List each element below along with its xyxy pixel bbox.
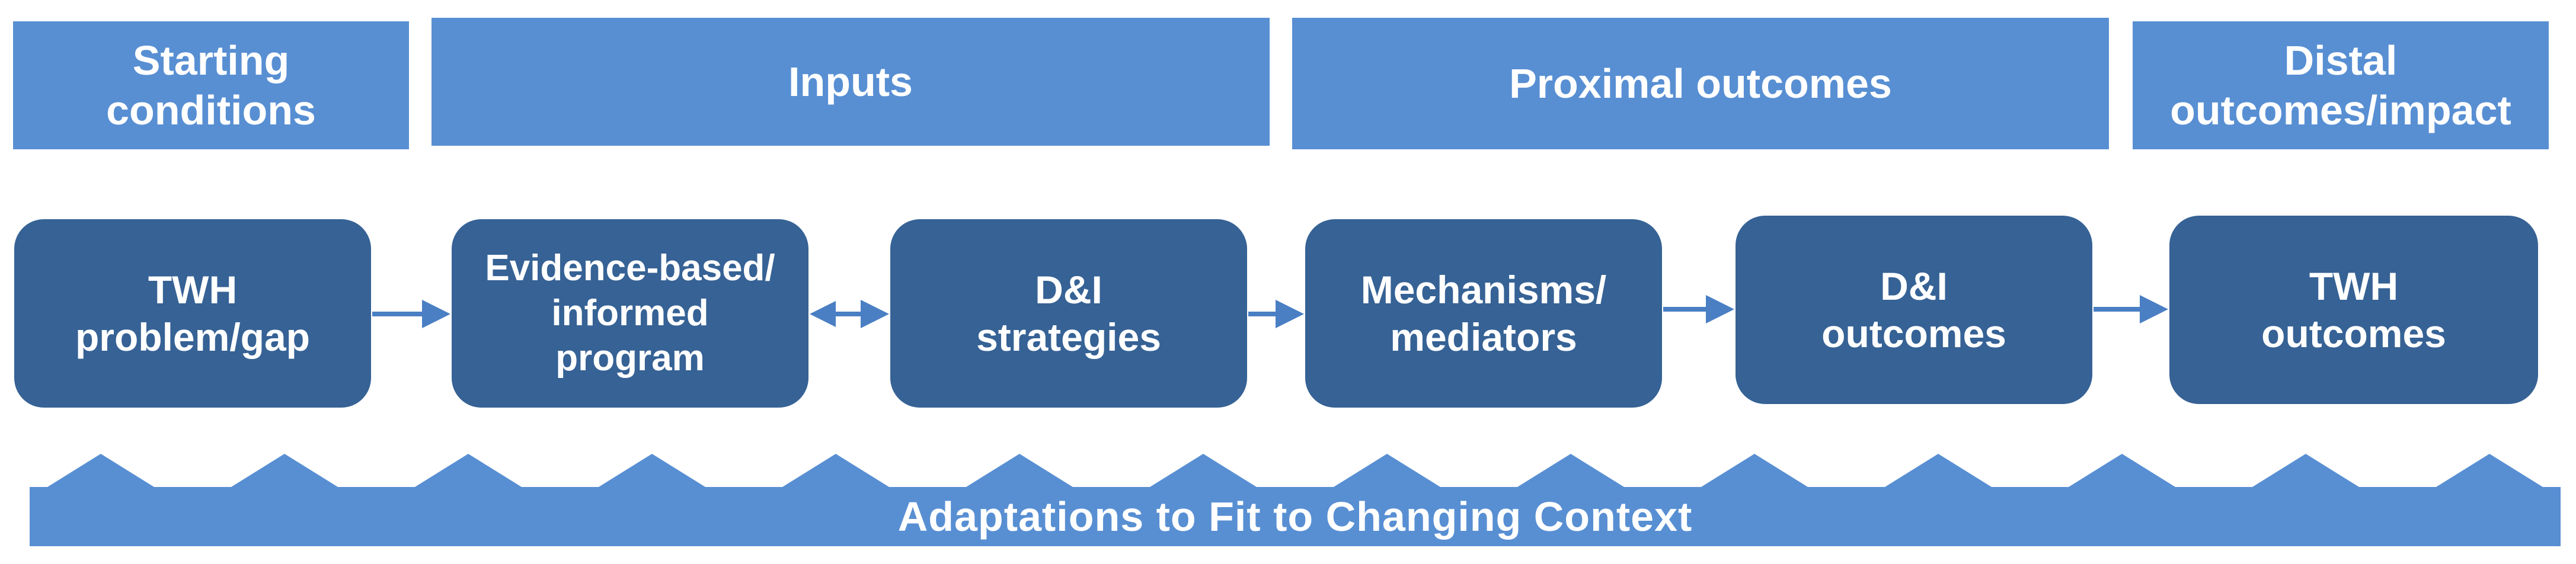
- box-di-strategies: D&I strategies: [890, 219, 1247, 408]
- band-peak: [2252, 454, 2359, 487]
- box-twh-outcomes: TWH outcomes: [2169, 216, 2538, 404]
- box-di-outcomes: D&I outcomes: [1736, 216, 2092, 404]
- box-evidence-based-program: Evidence-based/ informed program: [452, 219, 808, 408]
- header-starting-conditions-label: Starting conditions: [106, 37, 316, 133]
- band-peak: [599, 454, 705, 487]
- header-distal-outcomes: Distal outcomes/impact: [2133, 21, 2549, 149]
- band-peak: [2436, 454, 2543, 487]
- box-evidence-based-program-label: Evidence-based/ informed program: [485, 248, 775, 379]
- header-inputs-label: Inputs: [788, 59, 913, 105]
- band-peak: [1150, 454, 1257, 487]
- band-peak: [1517, 454, 1624, 487]
- band-peak: [1334, 454, 1440, 487]
- header-inputs: Inputs: [432, 18, 1270, 146]
- box-mechanisms-mediators-label: Mechanisms/ mediators: [1360, 268, 1607, 359]
- box-mechanisms-mediators: Mechanisms/ mediators: [1305, 219, 1662, 408]
- header-proximal-outcomes: Proximal outcomes: [1292, 18, 2109, 149]
- header-proximal-outcomes-label: Proximal outcomes: [1509, 60, 1892, 107]
- box-di-outcomes-label: D&I outcomes: [1821, 264, 2006, 355]
- band-peak: [966, 454, 1073, 487]
- box-twh-problem-gap-label: TWH problem/gap: [75, 268, 311, 359]
- box-twh-outcomes-label: TWH outcomes: [2261, 264, 2446, 355]
- adaptation-band: [30, 487, 2561, 546]
- band-peak: [782, 454, 889, 487]
- band-peak: [1701, 454, 1808, 487]
- band-peak: [415, 454, 522, 487]
- adaptation-band-label: Adaptations to Fit to Changing Context: [897, 494, 1693, 540]
- band-peak: [2069, 454, 2175, 487]
- arrowhead-program-side: [810, 301, 836, 327]
- header-distal-outcomes-label: Distal outcomes/impact: [2170, 37, 2511, 133]
- band-peak: [231, 454, 338, 487]
- adaptation-band-peaks: [47, 454, 2543, 487]
- box-di-strategies-label: D&I strategies: [976, 268, 1161, 359]
- band-peak: [1885, 454, 1992, 487]
- box-twh-problem-gap: TWH problem/gap: [14, 219, 371, 408]
- band-peak: [47, 454, 154, 487]
- header-starting-conditions: Starting conditions: [13, 21, 409, 149]
